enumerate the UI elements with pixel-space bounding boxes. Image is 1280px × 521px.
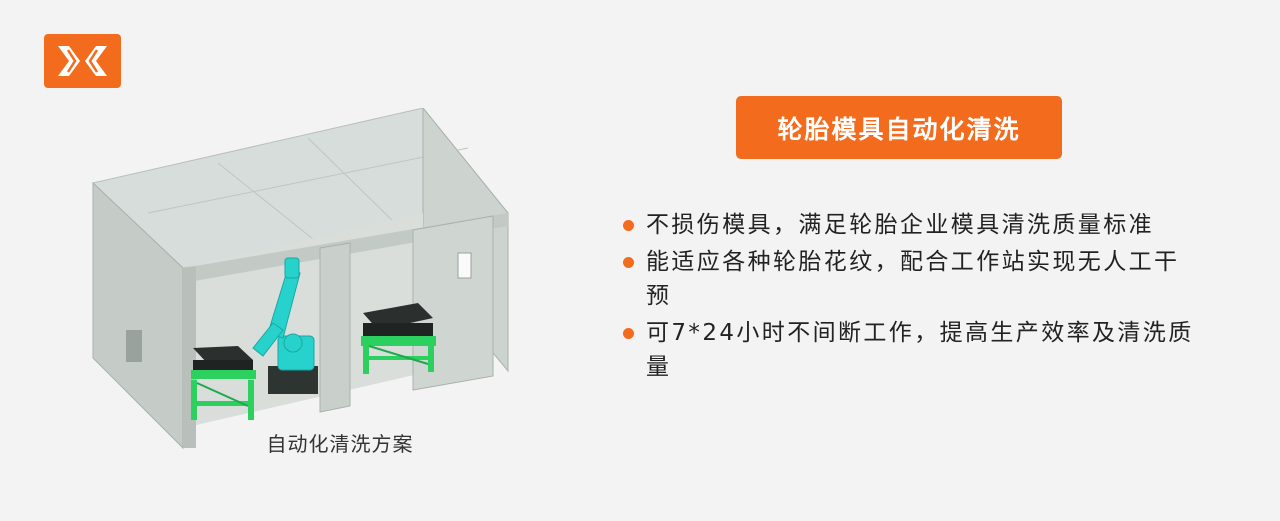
feature-list: 不损伤模具，满足轮胎企业模具清洗质量标准 能适应各种轮胎花纹，配合工作站实现无人… <box>620 208 1200 387</box>
feature-text: 可7*24小时不间断工作，提高生产效率及清洗质量 <box>646 320 1194 380</box>
bullet-dot-icon <box>623 220 634 231</box>
feature-text: 不损伤模具，满足轮胎企业模具清洗质量标准 <box>646 212 1154 238</box>
page-title: 轮胎模具自动化清洗 <box>736 96 1062 159</box>
cleaning-booth-illustration <box>88 106 518 453</box>
bullet-dot-icon <box>623 257 634 268</box>
brand-logo-icon <box>44 34 121 88</box>
feature-text: 能适应各种轮胎花纹，配合工作站实现无人工干预 <box>646 249 1180 309</box>
bullet-dot-icon <box>623 328 634 339</box>
list-item: 可7*24小时不间断工作，提高生产效率及清洗质量 <box>620 316 1200 384</box>
illustration-caption: 自动化清洗方案 <box>266 432 414 456</box>
list-item: 能适应各种轮胎花纹，配合工作站实现无人工干预 <box>620 245 1200 313</box>
list-item: 不损伤模具，满足轮胎企业模具清洗质量标准 <box>620 208 1200 242</box>
